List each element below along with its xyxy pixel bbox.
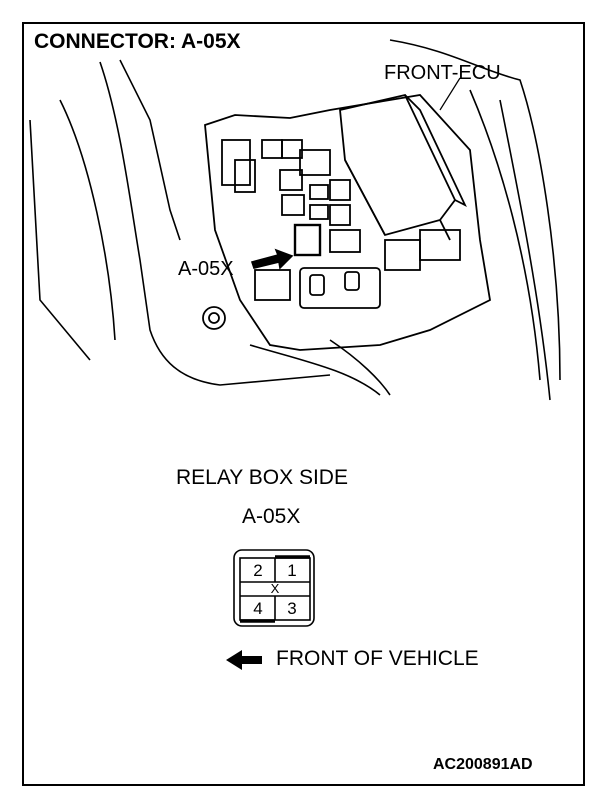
view-side-label: RELAY BOX SIDE: [176, 466, 348, 489]
engine-bay-linework: [29, 39, 561, 401]
arrow-left-icon: [226, 650, 262, 670]
relay-box: [202, 94, 491, 351]
connector-face: [233, 549, 315, 627]
pin-4: 4: [253, 599, 263, 618]
front-ecu-module: [339, 93, 467, 241]
pin-2: 2: [253, 561, 263, 580]
pin-1: 1: [287, 561, 297, 580]
diagram-frame: [22, 22, 585, 786]
connector-callout-label: A-05X: [178, 258, 234, 280]
pin-3: 3: [287, 599, 297, 618]
direction-label: FRONT OF VEHICLE: [276, 647, 479, 670]
diagram-title: CONNECTOR: A-05X: [34, 30, 241, 53]
lock-mark: X: [270, 581, 280, 596]
front-ecu-label: FRONT-ECU: [384, 62, 501, 84]
connector-name-label: A-05X: [242, 505, 301, 528]
callout-arrow-icon: [250, 248, 294, 270]
front-ecu-leader: [439, 77, 461, 111]
figure-code: AC200891AD: [433, 756, 533, 773]
